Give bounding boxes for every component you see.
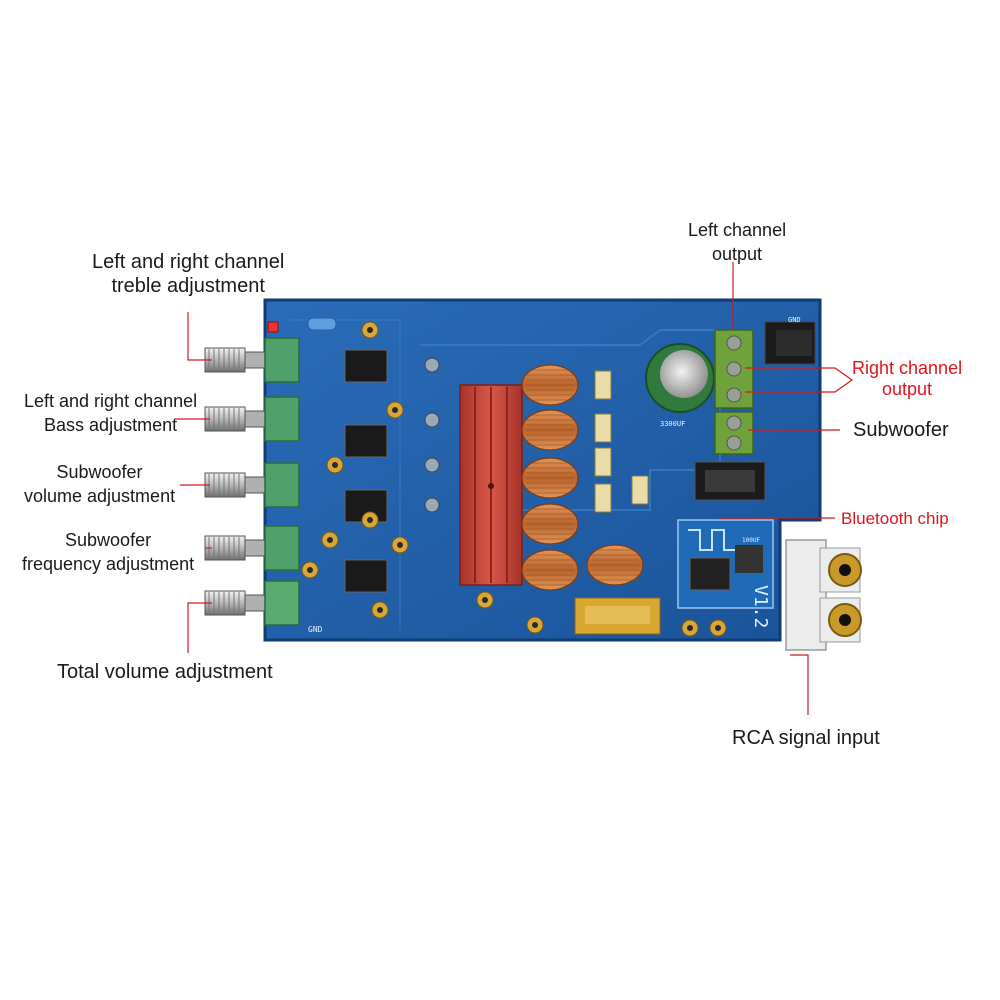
label-subwoofer-frequency: Subwoofer frequency adjustment (22, 530, 195, 574)
yellow-component (574, 597, 661, 635)
board-gnd-label: GND (308, 625, 323, 634)
small-capacitor (361, 321, 379, 339)
small-capacitor (681, 619, 699, 637)
op-amp-chip (344, 559, 388, 593)
ic-group (267, 317, 727, 637)
inductor-coil (521, 409, 579, 451)
label-right-channel-output: Right channel output (852, 358, 963, 399)
heatsink (459, 384, 523, 586)
power-led (267, 321, 279, 333)
small-capacitor (301, 561, 319, 579)
small-capacitor (424, 497, 440, 513)
inductor-coil (521, 549, 579, 591)
svg-text:GND: GND (788, 316, 801, 324)
small-capacitor (526, 616, 544, 634)
inductor-coil (521, 364, 579, 406)
small-capacitor (371, 601, 389, 619)
black-connector (694, 461, 766, 501)
film-capacitor (594, 370, 612, 400)
small-capacitor (326, 456, 344, 474)
small-capacitor (476, 591, 494, 609)
label-rca-signal-input: RCA signal input (732, 727, 880, 749)
op-amp-chip (344, 349, 388, 383)
small-capacitor (321, 531, 339, 549)
inductor-coil (521, 503, 579, 545)
small-capacitor (391, 536, 409, 554)
small-capacitor (361, 511, 379, 529)
film-capacitor (631, 475, 649, 505)
small-capacitor (386, 401, 404, 419)
label-subwoofer: Subwoofer (853, 419, 949, 441)
small-capacitor (424, 412, 440, 428)
label-treble: Left and right channel treble adjustment (92, 251, 285, 297)
inductor-coil (521, 457, 579, 499)
label-subwoofer-volume: Subwoofer volume adjustment (24, 462, 176, 506)
bass-pot[interactable] (204, 396, 300, 442)
potentiometer-group (204, 337, 300, 626)
terminal-blocks (714, 329, 754, 455)
board-version-label: V1.2 (750, 585, 771, 628)
label-total-volume: Total volume adjustment (57, 661, 273, 683)
label-bass: Left and right channel Bass adjustment (24, 391, 198, 435)
rca-jacks (785, 539, 862, 651)
op-amp-chip (344, 424, 388, 458)
subwoofer-volume-pot[interactable] (204, 462, 300, 508)
cap-small-label: 100UF (742, 537, 760, 544)
small-capacitor (424, 357, 440, 373)
label-bluetooth-chip: Bluetooth chip (841, 509, 949, 528)
cap-big-label: 3300UF (660, 420, 685, 428)
small-capacitor (424, 457, 440, 473)
bluetooth-module: 100UF (677, 519, 774, 609)
label-left-channel-output: Left channel output (688, 220, 787, 264)
inductor-coil-group (521, 364, 649, 591)
small-capacitor (709, 619, 727, 637)
blue-capacitor (307, 317, 337, 331)
callout-lines (175, 262, 854, 715)
power-jack: GND (764, 316, 816, 365)
inductor-coil (586, 544, 644, 586)
total-volume-pot[interactable] (204, 580, 300, 626)
film-capacitor (594, 447, 612, 477)
treble-pot[interactable] (204, 337, 300, 383)
main-capacitor: 3300UF (645, 343, 715, 428)
subwoofer-frequency-pot[interactable] (204, 525, 300, 571)
film-capacitor (594, 483, 612, 513)
film-capacitor (594, 413, 612, 443)
